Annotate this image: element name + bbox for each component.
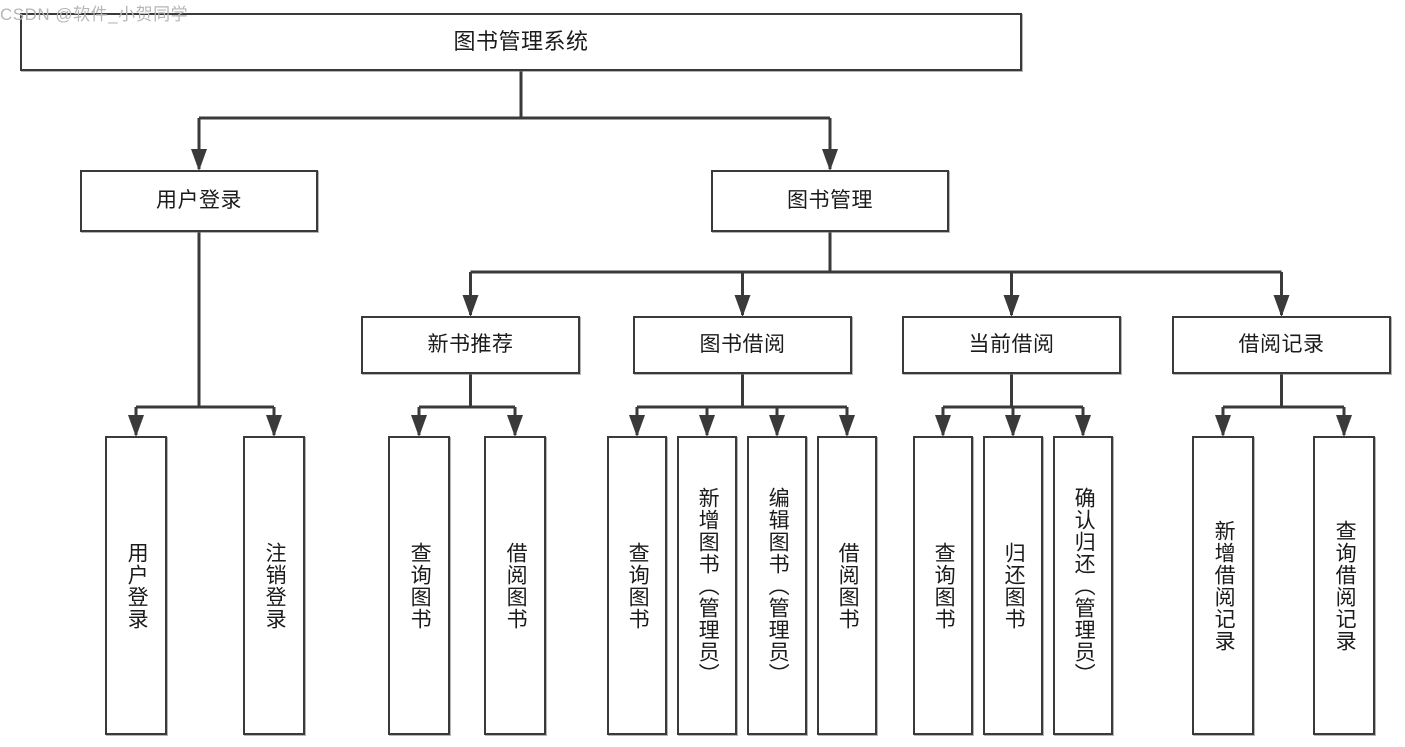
arrow-head-icon	[769, 415, 785, 437]
arrow-head-icon	[839, 415, 855, 437]
node-leaf-borrow-book-1[interactable]: 借阅图书	[484, 436, 546, 735]
node-label: 当前借阅	[968, 332, 1055, 356]
node-label: 查询图书	[408, 541, 432, 630]
arrow-head-icon	[462, 295, 479, 317]
node-label: 图书管理	[787, 188, 873, 212]
node-label: 用户登录	[125, 541, 149, 630]
node-leaf-confirm-return[interactable]: 确认归还（管理员）	[1053, 436, 1113, 735]
node-label: 查询图书	[932, 541, 956, 630]
node-new-book-rec[interactable]: 新书推荐	[361, 316, 580, 374]
node-leaf-return-book[interactable]: 归还图书	[983, 436, 1043, 735]
node-label: 借阅记录	[1238, 332, 1325, 356]
csdn-watermark: CSDN @软件_小贺同学	[0, 5, 189, 24]
node-label: 编辑图书（管理员）	[766, 486, 790, 685]
arrow-head-icon	[266, 415, 282, 437]
node-leaf-edit-book[interactable]: 编辑图书（管理员）	[747, 436, 807, 735]
arrow-head-icon	[822, 149, 838, 171]
node-current-borrow[interactable]: 当前借阅	[902, 316, 1121, 374]
node-book-manage[interactable]: 图书管理	[711, 170, 949, 232]
node-user-login[interactable]: 用户登录	[80, 170, 318, 232]
node-label: 归还图书	[1002, 541, 1026, 630]
node-root[interactable]: 图书管理系统	[20, 13, 1022, 71]
node-label: 查询借阅记录	[1333, 519, 1357, 652]
arrow-head-icon	[507, 415, 523, 437]
node-leaf-query-book-2[interactable]: 查询图书	[607, 436, 667, 735]
node-label: 确认归还（管理员）	[1072, 486, 1096, 685]
node-label: 用户登录	[156, 188, 242, 212]
node-label: 图书借阅	[699, 332, 786, 356]
arrow-head-icon	[699, 415, 715, 437]
arrow-head-icon	[1336, 415, 1352, 437]
node-leaf-query-record[interactable]: 查询借阅记录	[1313, 436, 1375, 735]
arrow-head-icon	[734, 295, 751, 317]
node-leaf-query-book-1[interactable]: 查询图书	[388, 436, 450, 735]
node-leaf-add-record[interactable]: 新增借阅记录	[1192, 436, 1254, 735]
arrow-head-icon	[935, 415, 951, 437]
arrow-head-icon	[191, 149, 207, 171]
arrow-head-icon	[629, 415, 645, 437]
node-leaf-borrow-book-2[interactable]: 借阅图书	[817, 436, 877, 735]
node-leaf-user-logout[interactable]: 注销登录	[243, 436, 305, 735]
arrow-head-icon	[1215, 415, 1231, 437]
arrow-head-icon	[1075, 415, 1091, 437]
node-label: 新增图书（管理员）	[696, 486, 720, 685]
arrow-head-icon	[1005, 415, 1021, 437]
arrow-head-icon	[1003, 295, 1020, 317]
node-borrow-record[interactable]: 借阅记录	[1172, 316, 1391, 374]
node-label: 新书推荐	[427, 332, 514, 356]
arrow-head-icon	[411, 415, 427, 437]
node-label: 借阅图书	[504, 541, 528, 630]
node-label: 查询图书	[626, 541, 650, 630]
node-label: 借阅图书	[836, 541, 860, 630]
node-book-borrow[interactable]: 图书借阅	[633, 316, 852, 374]
arrow-head-icon	[128, 415, 144, 437]
node-label: 图书管理系统	[453, 28, 589, 54]
node-label: 新增借阅记录	[1212, 519, 1236, 652]
node-leaf-user-login[interactable]: 用户登录	[105, 436, 167, 735]
node-leaf-query-book-3[interactable]: 查询图书	[913, 436, 973, 735]
arrow-head-icon	[1273, 295, 1290, 317]
node-leaf-add-book[interactable]: 新增图书（管理员）	[677, 436, 737, 735]
node-label: 注销登录	[263, 541, 287, 630]
